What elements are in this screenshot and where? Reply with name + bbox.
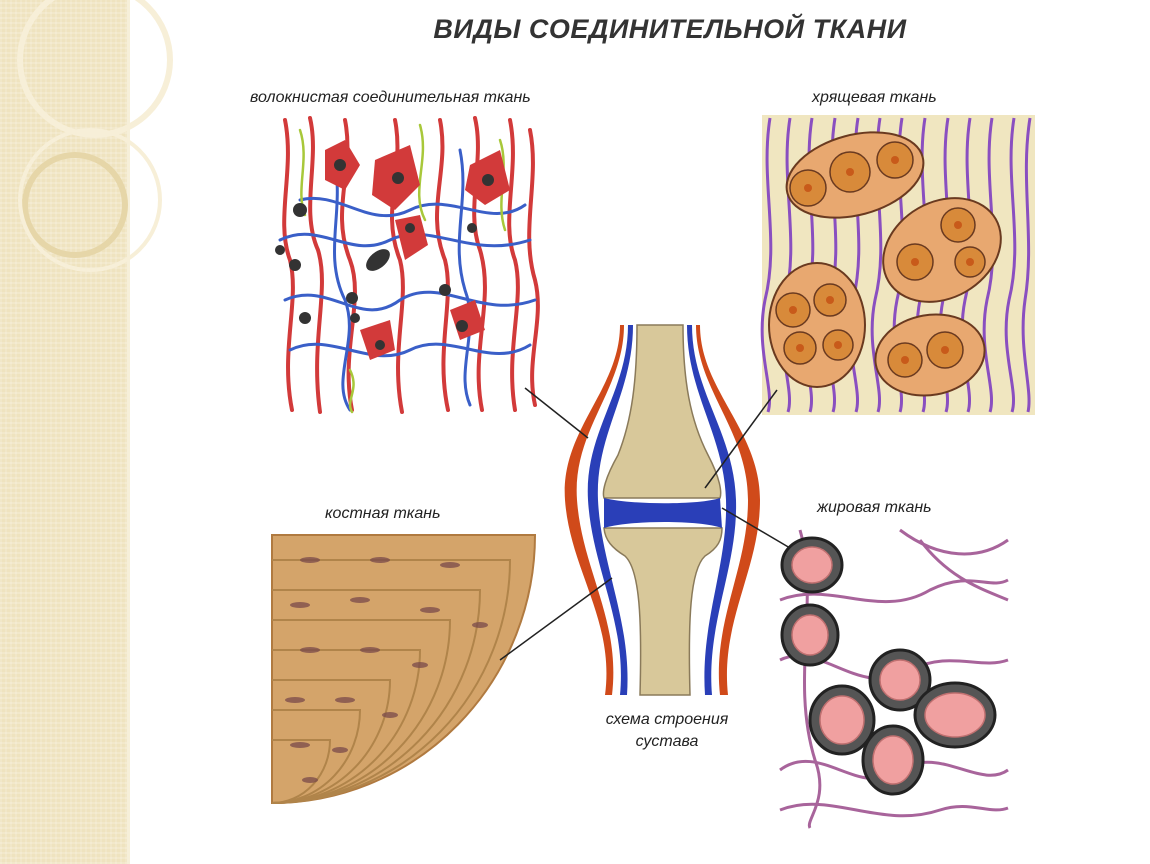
label-joint-scheme-line1: схема строения (605, 711, 729, 728)
label-adipose-tissue: жировая ткань (817, 499, 932, 516)
joint-scheme-illustration (564, 324, 760, 696)
pointer-lines (499, 387, 791, 661)
decorative-side-strip (0, 0, 127, 864)
label-bone-tissue: костная ткань (325, 505, 441, 522)
label-joint-scheme-line2: сустава (635, 733, 699, 750)
fibrous-tissue-illustration (270, 115, 545, 415)
bone-tissue-illustration (271, 534, 537, 805)
cartilage-illustration (760, 115, 1035, 415)
side-strip-border (127, 0, 130, 864)
label-fibrous-tissue: волокнистая соединительная ткань (250, 89, 531, 106)
decorative-rings (17, 0, 173, 272)
adipose-tissue-illustration (778, 528, 1009, 829)
diagram-title: ВИДЫ СОЕДИНИТЕЛЬНОЙ ТКАНИ (433, 14, 907, 44)
label-cartilage-tissue: хрящевая ткань (812, 89, 937, 106)
